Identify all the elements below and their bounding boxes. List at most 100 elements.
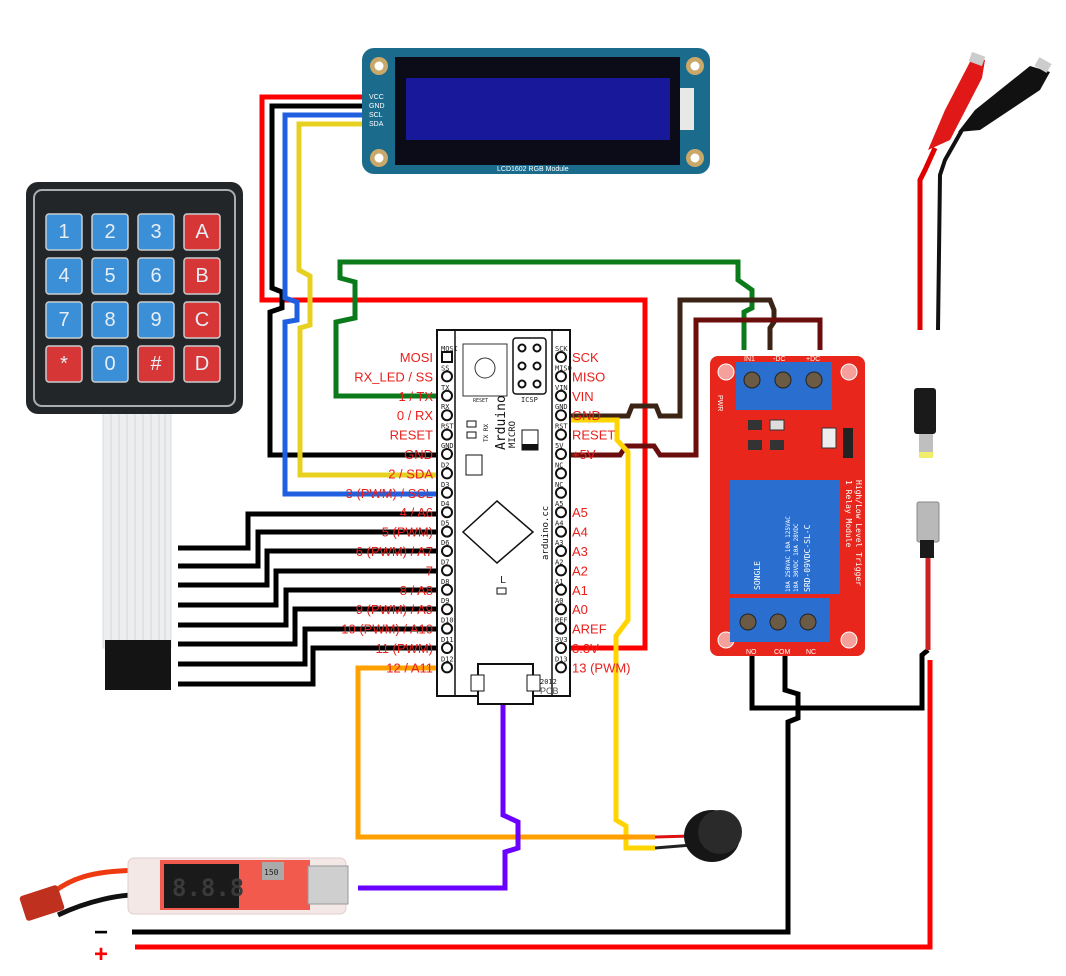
- keypad-key[interactable]: B: [183, 257, 221, 295]
- arduino-pin-left[interactable]: D33 (PWM) / SCL: [346, 481, 453, 501]
- lcd-mount-hole-inner: [690, 153, 700, 163]
- keypad-key[interactable]: 6: [137, 257, 175, 295]
- converter-lead-black: [56, 892, 136, 918]
- keypad-key[interactable]: 7: [45, 301, 83, 339]
- lcd-pin-sda: SDA: [369, 121, 384, 128]
- keypad-key[interactable]: 8: [91, 301, 129, 339]
- arduino-pin-right[interactable]: NC: [555, 481, 567, 499]
- pin-pad: [441, 409, 453, 422]
- pin-silk: D6: [441, 539, 449, 547]
- pin-pad: [441, 389, 453, 402]
- arduino-pin-left[interactable]: D55 (PWM): [382, 520, 453, 540]
- arduino-pin-left[interactable]: D99 (PWM) / A9: [356, 597, 453, 617]
- led-l: [496, 587, 507, 595]
- regulator-chip-band: [522, 444, 538, 450]
- pin-label: 2 / SDA: [388, 466, 433, 481]
- alligator-clip-black: [958, 66, 1050, 132]
- wire-lcd-scl: [282, 112, 445, 497]
- relay-input-screws: [743, 371, 823, 389]
- keypad-key-face: [91, 213, 129, 251]
- pin-silk: SCK: [555, 345, 568, 353]
- arduino-pin-left[interactable]: RX0 / RX: [397, 403, 453, 423]
- pin-silk: D11: [441, 636, 454, 644]
- arduino-pin-left[interactable]: D22 / SDA: [388, 461, 453, 481]
- keypad-key-face: [91, 257, 129, 295]
- pin-silk: NC: [555, 461, 563, 469]
- arduino-pin-left[interactable]: D88 / A8: [400, 578, 453, 598]
- arduino-pin-left[interactable]: D10 10 (PWM) / A10: [341, 617, 453, 637]
- keypad-key[interactable]: 4: [45, 257, 83, 295]
- pin-label: 10 (PWM) / A10: [341, 622, 433, 637]
- power-legend: − +: [94, 919, 108, 968]
- pin-pad: [441, 370, 453, 383]
- pin-pad: [441, 642, 453, 654]
- keypad-key-label: 9: [150, 309, 161, 331]
- pin-label: MISO: [572, 369, 605, 384]
- keypad-key[interactable]: #: [137, 345, 175, 383]
- wire-keypad-2: [178, 529, 445, 569]
- relay-mount-hole: [840, 363, 858, 381]
- wires-keypad: [178, 511, 445, 687]
- wire-keypad-4: [178, 568, 445, 608]
- pin-pad: [441, 525, 453, 538]
- relay-trigger-header: [843, 428, 853, 458]
- keypad-key[interactable]: 9: [137, 301, 175, 339]
- usb-port: [477, 663, 534, 705]
- pin-silk: 5V: [555, 442, 564, 450]
- wire-keypad-5: [178, 587, 445, 628]
- alligator-clip-red: [928, 58, 985, 150]
- keypad-key-label: 3: [150, 221, 161, 243]
- pin-pad: [555, 661, 567, 674]
- arduino-pin-left[interactable]: D6 6 (PWM) / A7: [356, 539, 453, 559]
- keypad-key[interactable]: D: [183, 345, 221, 383]
- arduino-pin-left[interactable]: D77: [426, 558, 453, 578]
- arduino-pin-right[interactable]: NC: [555, 461, 567, 480]
- pin-pad: [441, 603, 453, 616]
- wire-keypad-1: [178, 511, 445, 551]
- arduino-pin-right[interactable]: 5V+5V: [555, 442, 596, 462]
- arduino-pin-left[interactable]: D44 / A6: [400, 500, 453, 520]
- keypad-key[interactable]: 0: [91, 345, 129, 383]
- pin-pad: [555, 622, 567, 635]
- keypad-key[interactable]: C: [183, 301, 221, 339]
- pin-label: 6 (PWM) / A7: [356, 544, 433, 559]
- relay-pwr-label: PWR: [716, 395, 723, 411]
- relay-terminal-nc: NC: [806, 649, 816, 656]
- keypad-key-label: 2: [104, 221, 115, 243]
- pin-label: 3 (PWM) / SCL: [346, 486, 433, 501]
- keypad-key[interactable]: 1: [45, 213, 83, 251]
- keypad-key[interactable]: *: [45, 345, 83, 383]
- smd-part: [748, 440, 762, 450]
- arduino-pin-left[interactable]: TX1 / TX: [399, 384, 453, 404]
- pin-pad: [555, 448, 567, 460]
- keypad-key[interactable]: A: [183, 213, 221, 251]
- pin-silk: D10: [441, 617, 454, 625]
- pin-label: RX_LED / SS: [354, 369, 433, 384]
- crystal: [465, 454, 483, 476]
- keypad-key[interactable]: 3: [137, 213, 175, 251]
- pin-label: 7: [426, 563, 433, 578]
- keypad-key[interactable]: 2: [91, 213, 129, 251]
- keypad-key[interactable]: 5: [91, 257, 129, 295]
